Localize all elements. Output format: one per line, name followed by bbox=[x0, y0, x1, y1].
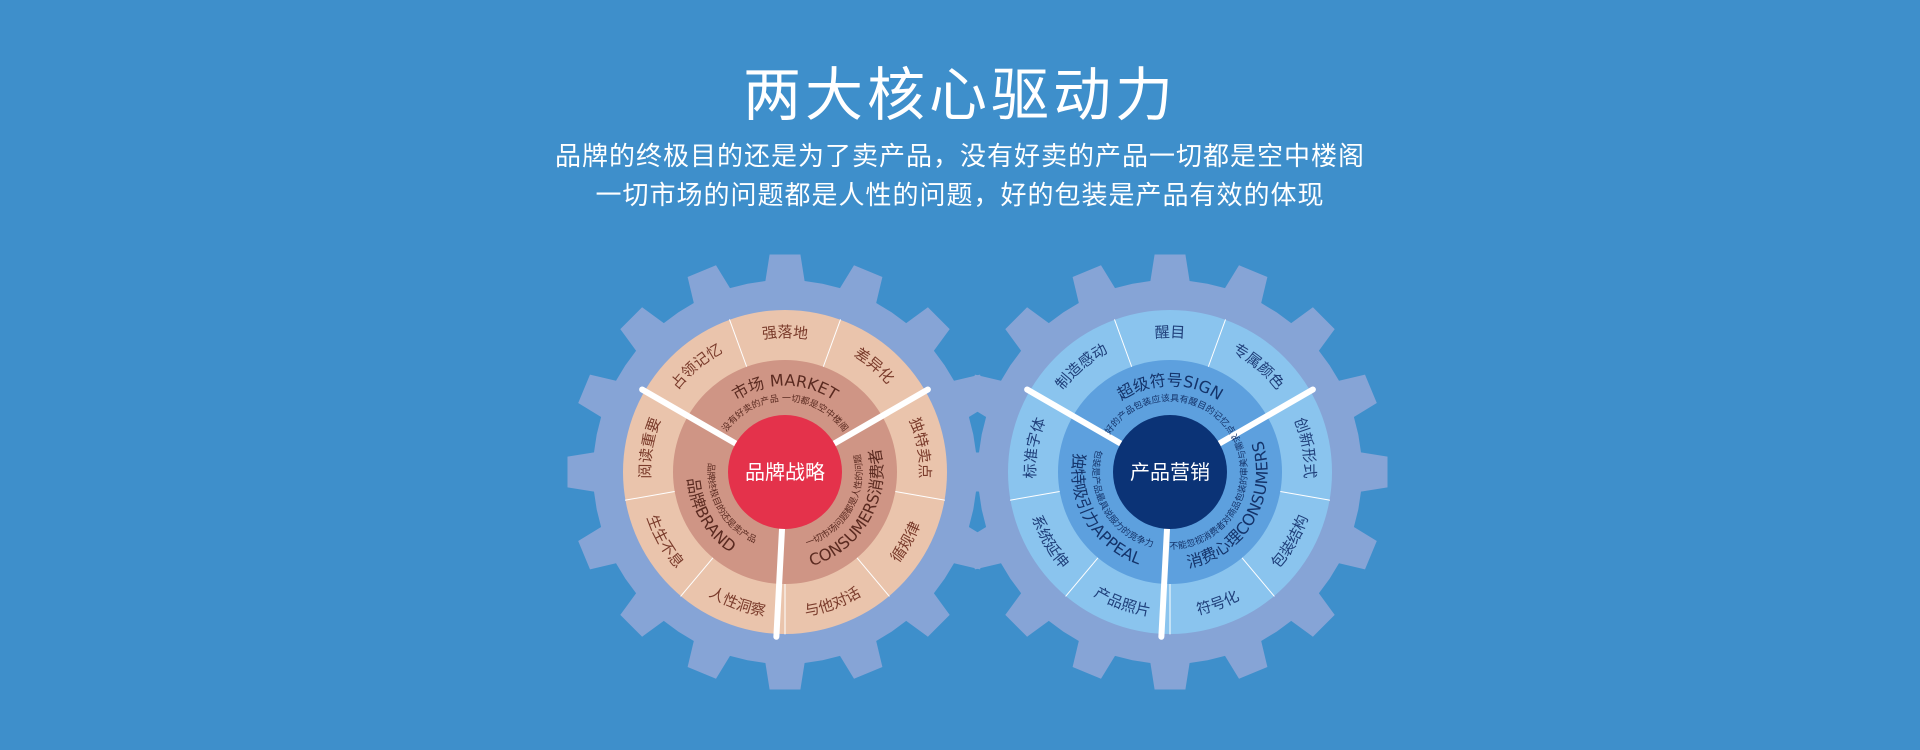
section-divider bbox=[1158, 523, 1171, 640]
outer-divider bbox=[624, 490, 676, 501]
subtitle-line-2: 一切市场的问题都是人性的问题，好的包装是产品有效的体现 bbox=[595, 181, 1325, 211]
section-divider bbox=[829, 386, 931, 448]
outer-divider bbox=[1207, 319, 1226, 368]
right-center-label: 产品营销 bbox=[1130, 460, 1210, 484]
outer-divider bbox=[894, 490, 946, 501]
right-center-circle bbox=[1113, 415, 1227, 529]
outer-divider bbox=[1009, 490, 1061, 501]
left-center-label: 品牌战略 bbox=[745, 460, 825, 484]
outer-divider bbox=[1241, 557, 1275, 597]
outer-divider bbox=[1279, 490, 1331, 501]
right-middle-dividers bbox=[1024, 386, 1316, 640]
subtitle-line-1: 品牌的终极目的还是为了卖产品，没有好卖的产品一切都是空中楼阁 bbox=[554, 142, 1365, 172]
outer-divider bbox=[856, 557, 890, 597]
left-middle-dividers bbox=[639, 386, 931, 640]
outer-divider bbox=[1114, 319, 1133, 368]
outer-divider bbox=[729, 319, 748, 368]
outer-item-label: 强落地 bbox=[761, 323, 809, 343]
outer-divider bbox=[1065, 557, 1099, 597]
left-center-circle bbox=[728, 415, 842, 529]
section-divider bbox=[1024, 386, 1126, 448]
section-divider bbox=[639, 386, 741, 448]
section-divider bbox=[1214, 386, 1316, 448]
page-title: 两大核心驱动力 bbox=[742, 61, 1177, 129]
outer-divider bbox=[680, 557, 714, 597]
outer-divider bbox=[822, 319, 841, 368]
section-divider bbox=[773, 523, 786, 640]
